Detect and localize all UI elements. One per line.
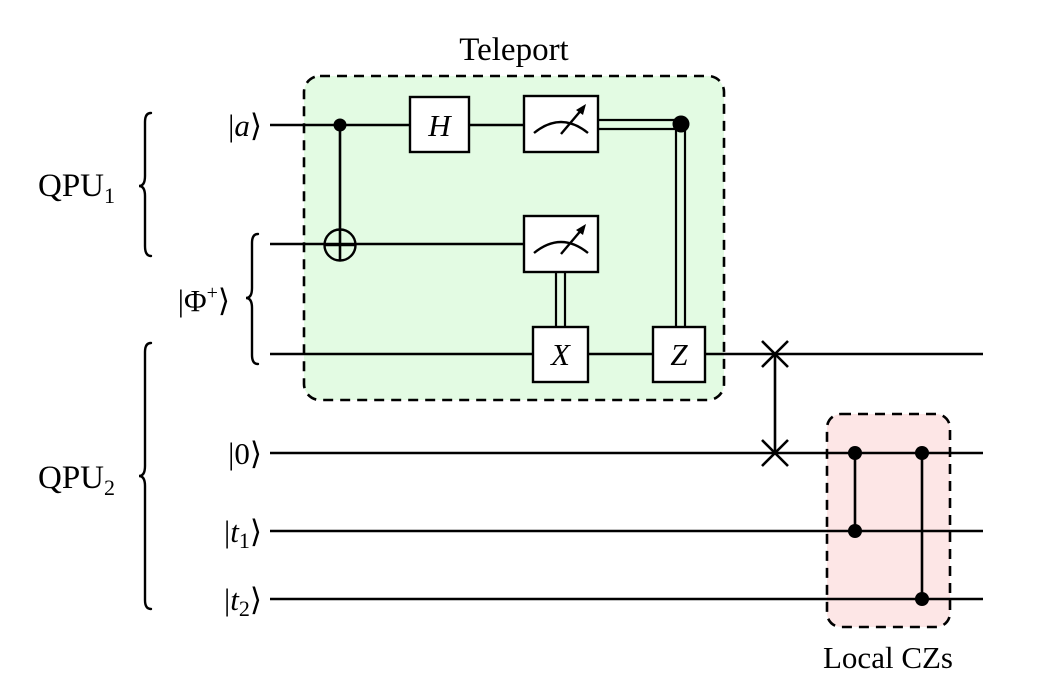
label-bell-pair: |Φ+⟩ [178, 282, 230, 318]
meter-arrowhead-icon [576, 104, 586, 115]
h-gate-label: H [427, 108, 452, 143]
cz1-dot-bottom [848, 524, 862, 538]
cz1-dot-top [848, 446, 862, 460]
cnot-control-dot [333, 118, 347, 132]
label-t1: |t1⟩ [224, 514, 262, 553]
meter-arrowhead-icon [576, 224, 586, 235]
measure-phi-box [522, 214, 600, 274]
meter-icon [533, 120, 589, 134]
classical-control-dot [672, 115, 690, 133]
brace-qpu1 [138, 111, 153, 258]
h-gate [408, 95, 471, 154]
x-gate-label: X [549, 337, 571, 372]
x-gate [531, 325, 590, 384]
cz2-dot-top [915, 446, 929, 460]
brace-qpu2 [138, 341, 153, 611]
local-cz-label: Local CZs [823, 640, 953, 675]
z-gate [651, 325, 707, 384]
local-cz-box [825, 412, 952, 629]
z-gate-label: Z [670, 337, 688, 372]
teleport-label: Teleport [459, 32, 568, 68]
label-qpu1: QPU1 [38, 168, 115, 208]
cz2-dot-bottom [915, 592, 929, 606]
label-zero: |0⟩ [228, 436, 262, 471]
label-qpu2: QPU2 [38, 460, 115, 500]
swap-cross-icon [761, 439, 789, 467]
teleport-box [302, 74, 726, 402]
label-a: |a⟩ [228, 108, 262, 143]
swap-cross-icon [761, 340, 789, 368]
meter-icon [533, 240, 589, 254]
brace-bell-pair [245, 232, 260, 366]
measure-a-box [522, 94, 600, 154]
label-t2: |t2⟩ [224, 582, 262, 621]
